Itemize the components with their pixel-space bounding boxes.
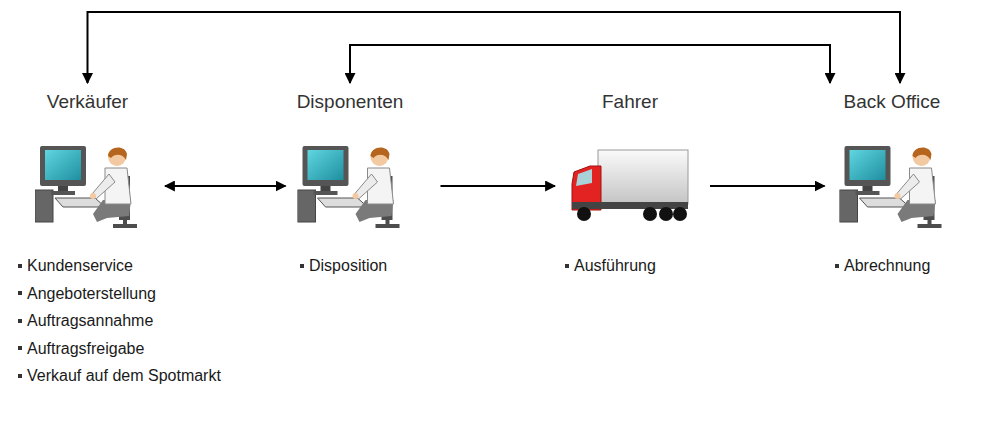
flow-arrow [88, 12, 901, 83]
task-text: Verkauf auf dem Spotmarkt [27, 362, 221, 390]
flow-arrow [710, 185, 825, 187]
bullet-marker [18, 374, 22, 378]
role-heading: Verkäufer [32, 90, 143, 114]
bullet-marker [18, 346, 22, 350]
role-heading: Fahrer [567, 90, 693, 114]
task-list: Disposition [300, 252, 387, 280]
bullet-marker [300, 264, 304, 268]
icon-slot [35, 140, 140, 232]
worker-icon [298, 146, 400, 228]
worker-icon [35, 146, 137, 228]
role-column: FahrerAusführung [567, 90, 693, 232]
task-item: Angeboterstellung [18, 280, 221, 308]
icon-slot [840, 140, 945, 232]
worker-icon [840, 146, 942, 228]
bullet-marker [18, 264, 22, 268]
task-text: Auftragsfreigabe [27, 335, 144, 363]
task-text: Ausführung [574, 252, 656, 280]
role-heading: Back Office [837, 90, 948, 114]
icon-slot [570, 140, 690, 232]
bullet-marker [565, 264, 569, 268]
task-list: KundenserviceAngeboterstellungAuftragsan… [18, 252, 221, 390]
task-text: Angeboterstellung [27, 280, 156, 308]
bullet-marker [18, 319, 22, 323]
role-column: DisponentenDisposition [294, 90, 407, 232]
task-item: Kundenservice [18, 252, 221, 280]
task-text: Abrechnung [844, 252, 930, 280]
flow-arrow [350, 45, 830, 83]
task-item: Auftragsannahme [18, 307, 221, 335]
role-heading: Disponenten [294, 90, 407, 114]
task-item: Disposition [300, 252, 387, 280]
task-item: Ausführung [565, 252, 656, 280]
task-item: Auftragsfreigabe [18, 335, 221, 363]
task-list: Ausführung [565, 252, 656, 280]
task-text: Kundenservice [27, 252, 133, 280]
task-list: Abrechnung [835, 252, 930, 280]
truck-icon [572, 150, 688, 221]
task-item: Abrechnung [835, 252, 930, 280]
flow-arrow [440, 185, 555, 187]
task-text: Auftragsannahme [27, 307, 153, 335]
task-text: Disposition [309, 252, 387, 280]
flow-arrow [165, 185, 285, 187]
bullet-marker [18, 291, 22, 295]
icon-slot [297, 140, 402, 232]
task-item: Verkauf auf dem Spotmarkt [18, 362, 221, 390]
role-column: Back OfficeAbrechnung [837, 90, 948, 232]
bullet-marker [835, 264, 839, 268]
role-column: VerkäuferKundenserviceAngeboterstellungA… [32, 90, 143, 232]
